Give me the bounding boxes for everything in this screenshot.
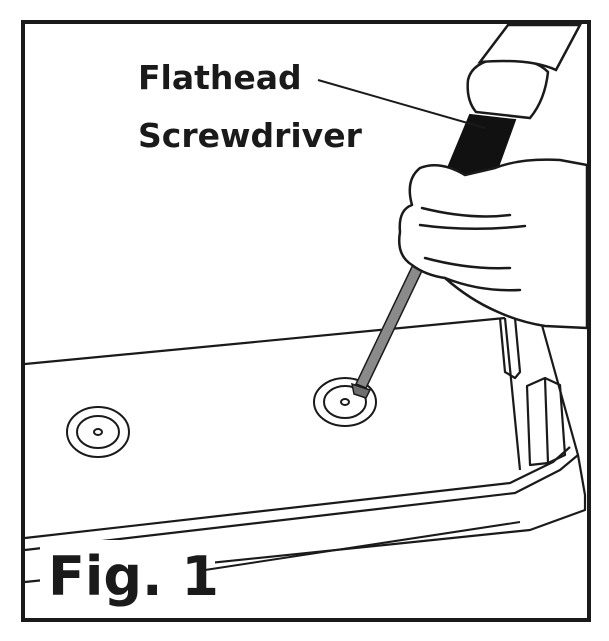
panel-top-edge [24, 316, 506, 366]
screwdriver-collar [466, 56, 550, 120]
panel-bottom-inner [24, 446, 571, 540]
figure-label-leader [204, 521, 521, 571]
finger-line-1 [420, 206, 512, 218]
finger-line-3 [423, 256, 512, 270]
panel-right-inner [503, 317, 522, 471]
figure-label: Fig. 1 [48, 545, 219, 608]
tv-panel [24, 316, 587, 584]
screw-hole-right [313, 377, 377, 427]
hand-outline [398, 158, 589, 330]
hand [398, 158, 589, 330]
panel-bottom-outer [24, 453, 587, 584]
callout-label-line2: Screwdriver [138, 116, 363, 155]
callout-label-line1: Flathead [138, 58, 302, 97]
knuckle-line [443, 276, 522, 292]
callout-leader [317, 79, 486, 129]
screwdriver-tip [351, 382, 372, 399]
screw-hole-left [66, 406, 130, 458]
screwdriver-handle-top [477, 23, 583, 72]
panel-right-edge [538, 317, 580, 456]
finger-line-2 [418, 223, 527, 231]
bracket-fold [543, 377, 550, 464]
figure-label-backing [40, 540, 215, 606]
panel-tab [498, 317, 522, 380]
